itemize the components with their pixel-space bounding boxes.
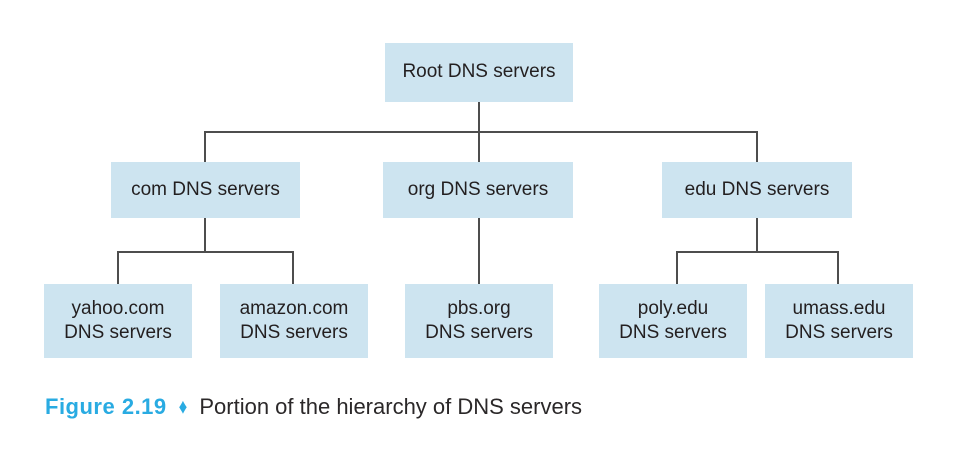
node-org-dns-servers: org DNS servers (383, 162, 573, 218)
node-pbs-dns-servers: pbs.org DNS servers (405, 284, 553, 358)
node-amazon-dns-servers: amazon.com DNS servers (220, 284, 368, 358)
connector-com-bus (117, 251, 294, 253)
connector-root-drop (478, 102, 480, 133)
node-umass-dns-servers: umass.edu DNS servers (765, 284, 913, 358)
connector-org-in (478, 131, 480, 162)
figure-number-label: Figure 2.19 (45, 394, 167, 419)
connector-yahoo-in (117, 251, 119, 284)
node-root-dns-servers: Root DNS servers (385, 43, 573, 102)
connector-umass-in (837, 251, 839, 284)
node-com-dns-servers: com DNS servers (111, 162, 300, 218)
connector-tld-bus (204, 131, 758, 133)
connector-org-drop (478, 218, 480, 284)
node-yahoo-dns-servers: yahoo.com DNS servers (44, 284, 192, 358)
connector-com-drop (204, 218, 206, 253)
connector-poly-in (676, 251, 678, 284)
node-edu-dns-servers: edu DNS servers (662, 162, 852, 218)
connector-edu-bus (676, 251, 839, 253)
connector-com-in (204, 131, 206, 162)
figure-caption: Figure 2.19 ♦ Portion of the hierarchy o… (45, 394, 582, 420)
connector-edu-in (756, 131, 758, 162)
figure-caption-text: Portion of the hierarchy of DNS servers (199, 394, 583, 419)
node-poly-dns-servers: poly.edu DNS servers (599, 284, 747, 358)
connector-edu-drop (756, 218, 758, 253)
diamond-bullet-icon: ♦ (178, 394, 188, 419)
connector-amazon-in (292, 251, 294, 284)
